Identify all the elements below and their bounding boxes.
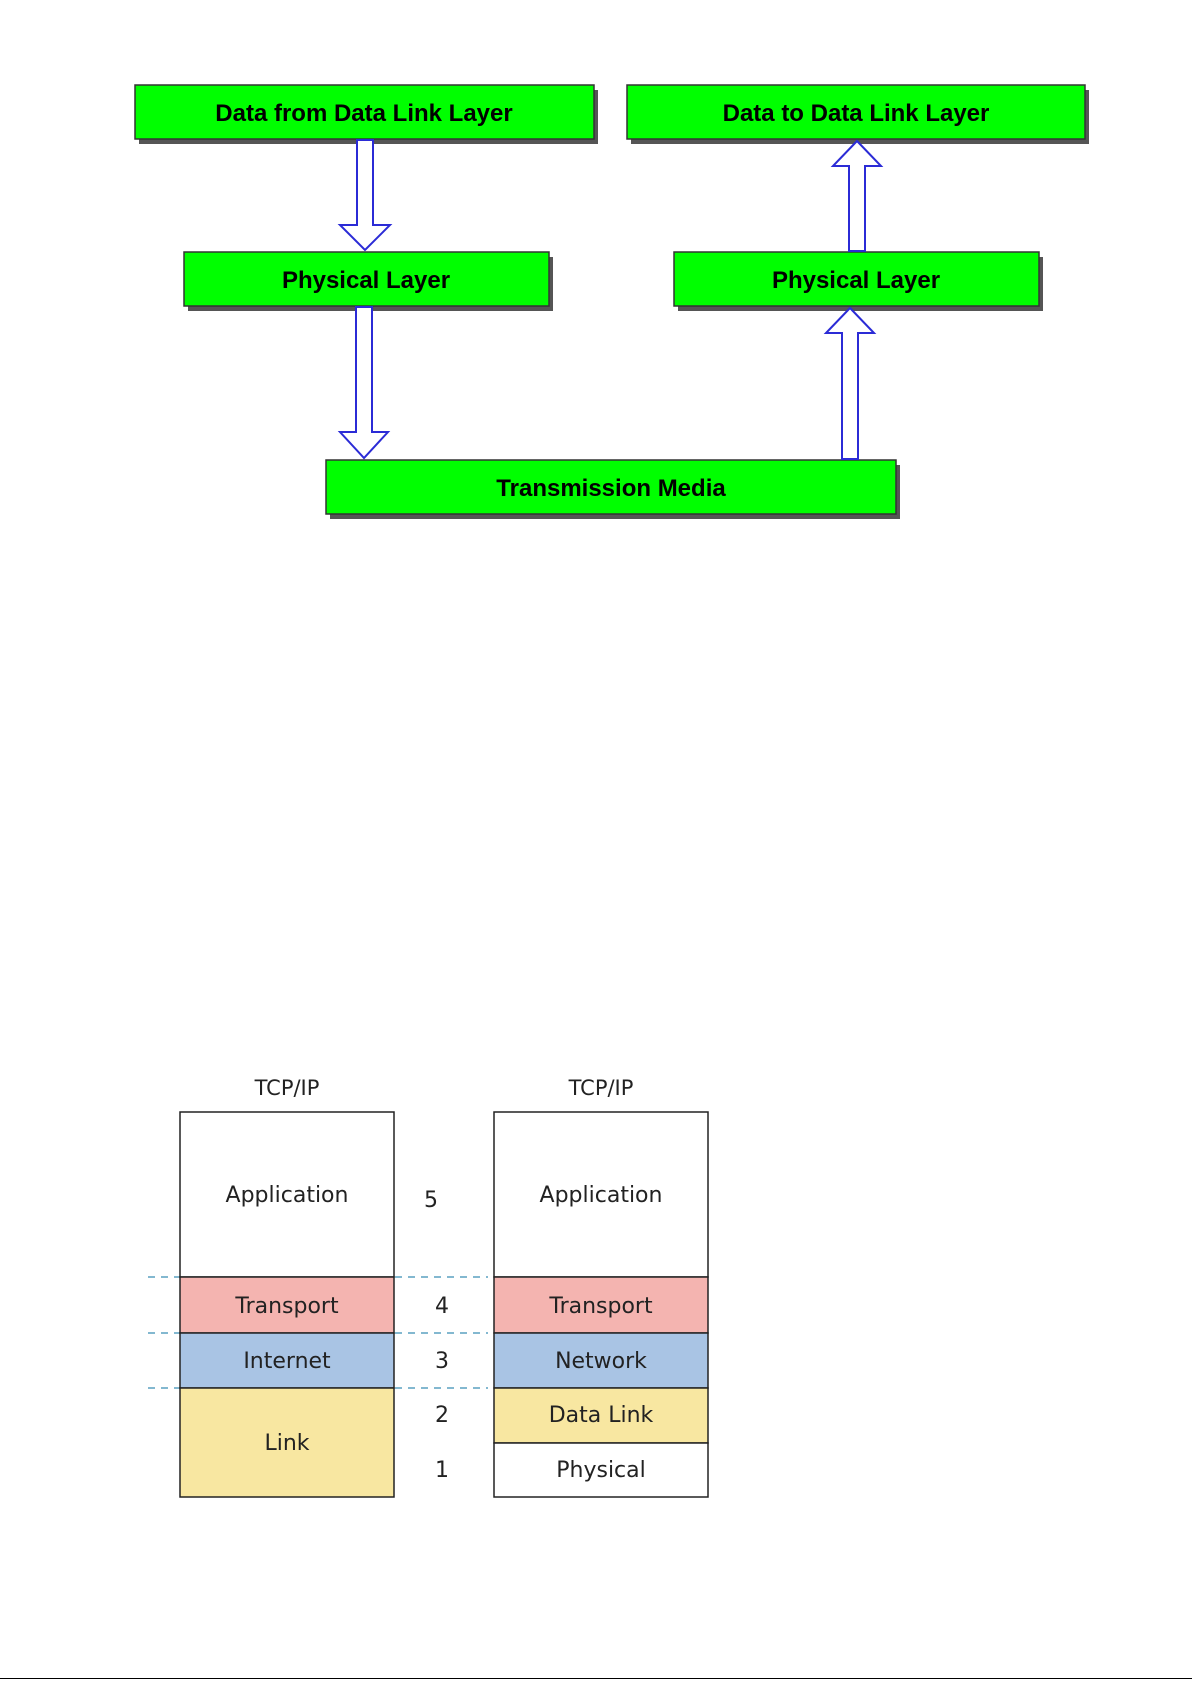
physical-layer-right-label: Physical Layer: [772, 267, 940, 294]
arrow-up-icon: [826, 308, 874, 459]
left-layer-link-label: Link: [264, 1431, 309, 1456]
page-bottom-rule: [0, 1678, 1192, 1679]
data-to-data-link-label: Data to Data Link Layer: [723, 100, 990, 127]
right-layer-transport-label: Transport: [548, 1294, 653, 1319]
layer-number: 2: [435, 1403, 449, 1428]
right-layer-data-link-label: Data Link: [549, 1403, 654, 1428]
flow-diagram: Data from Data Link Layer Data to Data L…: [135, 85, 1089, 519]
left-layer-internet-label: Internet: [243, 1349, 331, 1374]
data-to-data-link-box: Data to Data Link Layer: [627, 85, 1089, 144]
right-stack-heading: TCP/IP: [568, 1076, 634, 1100]
physical-layer-right-box: Physical Layer: [674, 252, 1043, 311]
layer-numbers: 5 4 3 2 1: [424, 1188, 449, 1483]
transmission-media-box: Transmission Media: [326, 460, 900, 519]
right-layer-physical-label: Physical: [556, 1458, 646, 1483]
left-stack: Application Transport Internet Link: [180, 1112, 394, 1497]
layer-number: 1: [435, 1458, 449, 1483]
right-stack: Application Transport Network Data Link …: [494, 1112, 708, 1497]
stack-diagram: TCP/IP Application Transport Internet Li…: [148, 1076, 708, 1497]
arrow-down-icon: [340, 140, 390, 250]
right-layer-network-label: Network: [555, 1349, 647, 1374]
physical-layer-left-box: Physical Layer: [184, 252, 553, 311]
left-layer-transport-label: Transport: [234, 1294, 339, 1319]
layer-number: 4: [435, 1294, 449, 1319]
layer-number: 5: [424, 1188, 438, 1213]
arrow-up-icon: [833, 141, 881, 251]
data-from-data-link-label: Data from Data Link Layer: [215, 100, 512, 127]
left-layer-application-label: Application: [226, 1183, 349, 1208]
right-layer-application-label: Application: [540, 1183, 663, 1208]
data-from-data-link-box: Data from Data Link Layer: [135, 85, 598, 144]
left-stack-heading: TCP/IP: [254, 1076, 320, 1100]
layer-number: 3: [435, 1349, 449, 1374]
arrow-down-icon: [340, 307, 388, 458]
transmission-media-label: Transmission Media: [496, 475, 726, 502]
physical-layer-left-label: Physical Layer: [282, 267, 450, 294]
